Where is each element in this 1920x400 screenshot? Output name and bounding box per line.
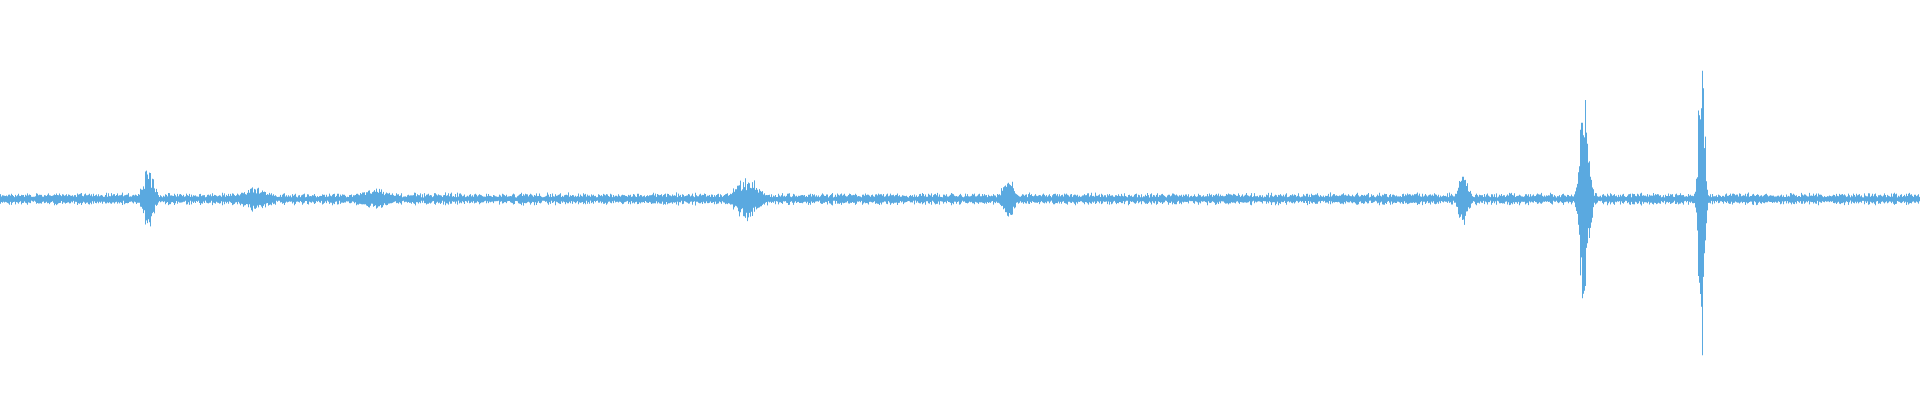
waveform-samples bbox=[0, 70, 1920, 356]
waveform-trace bbox=[0, 70, 1920, 356]
